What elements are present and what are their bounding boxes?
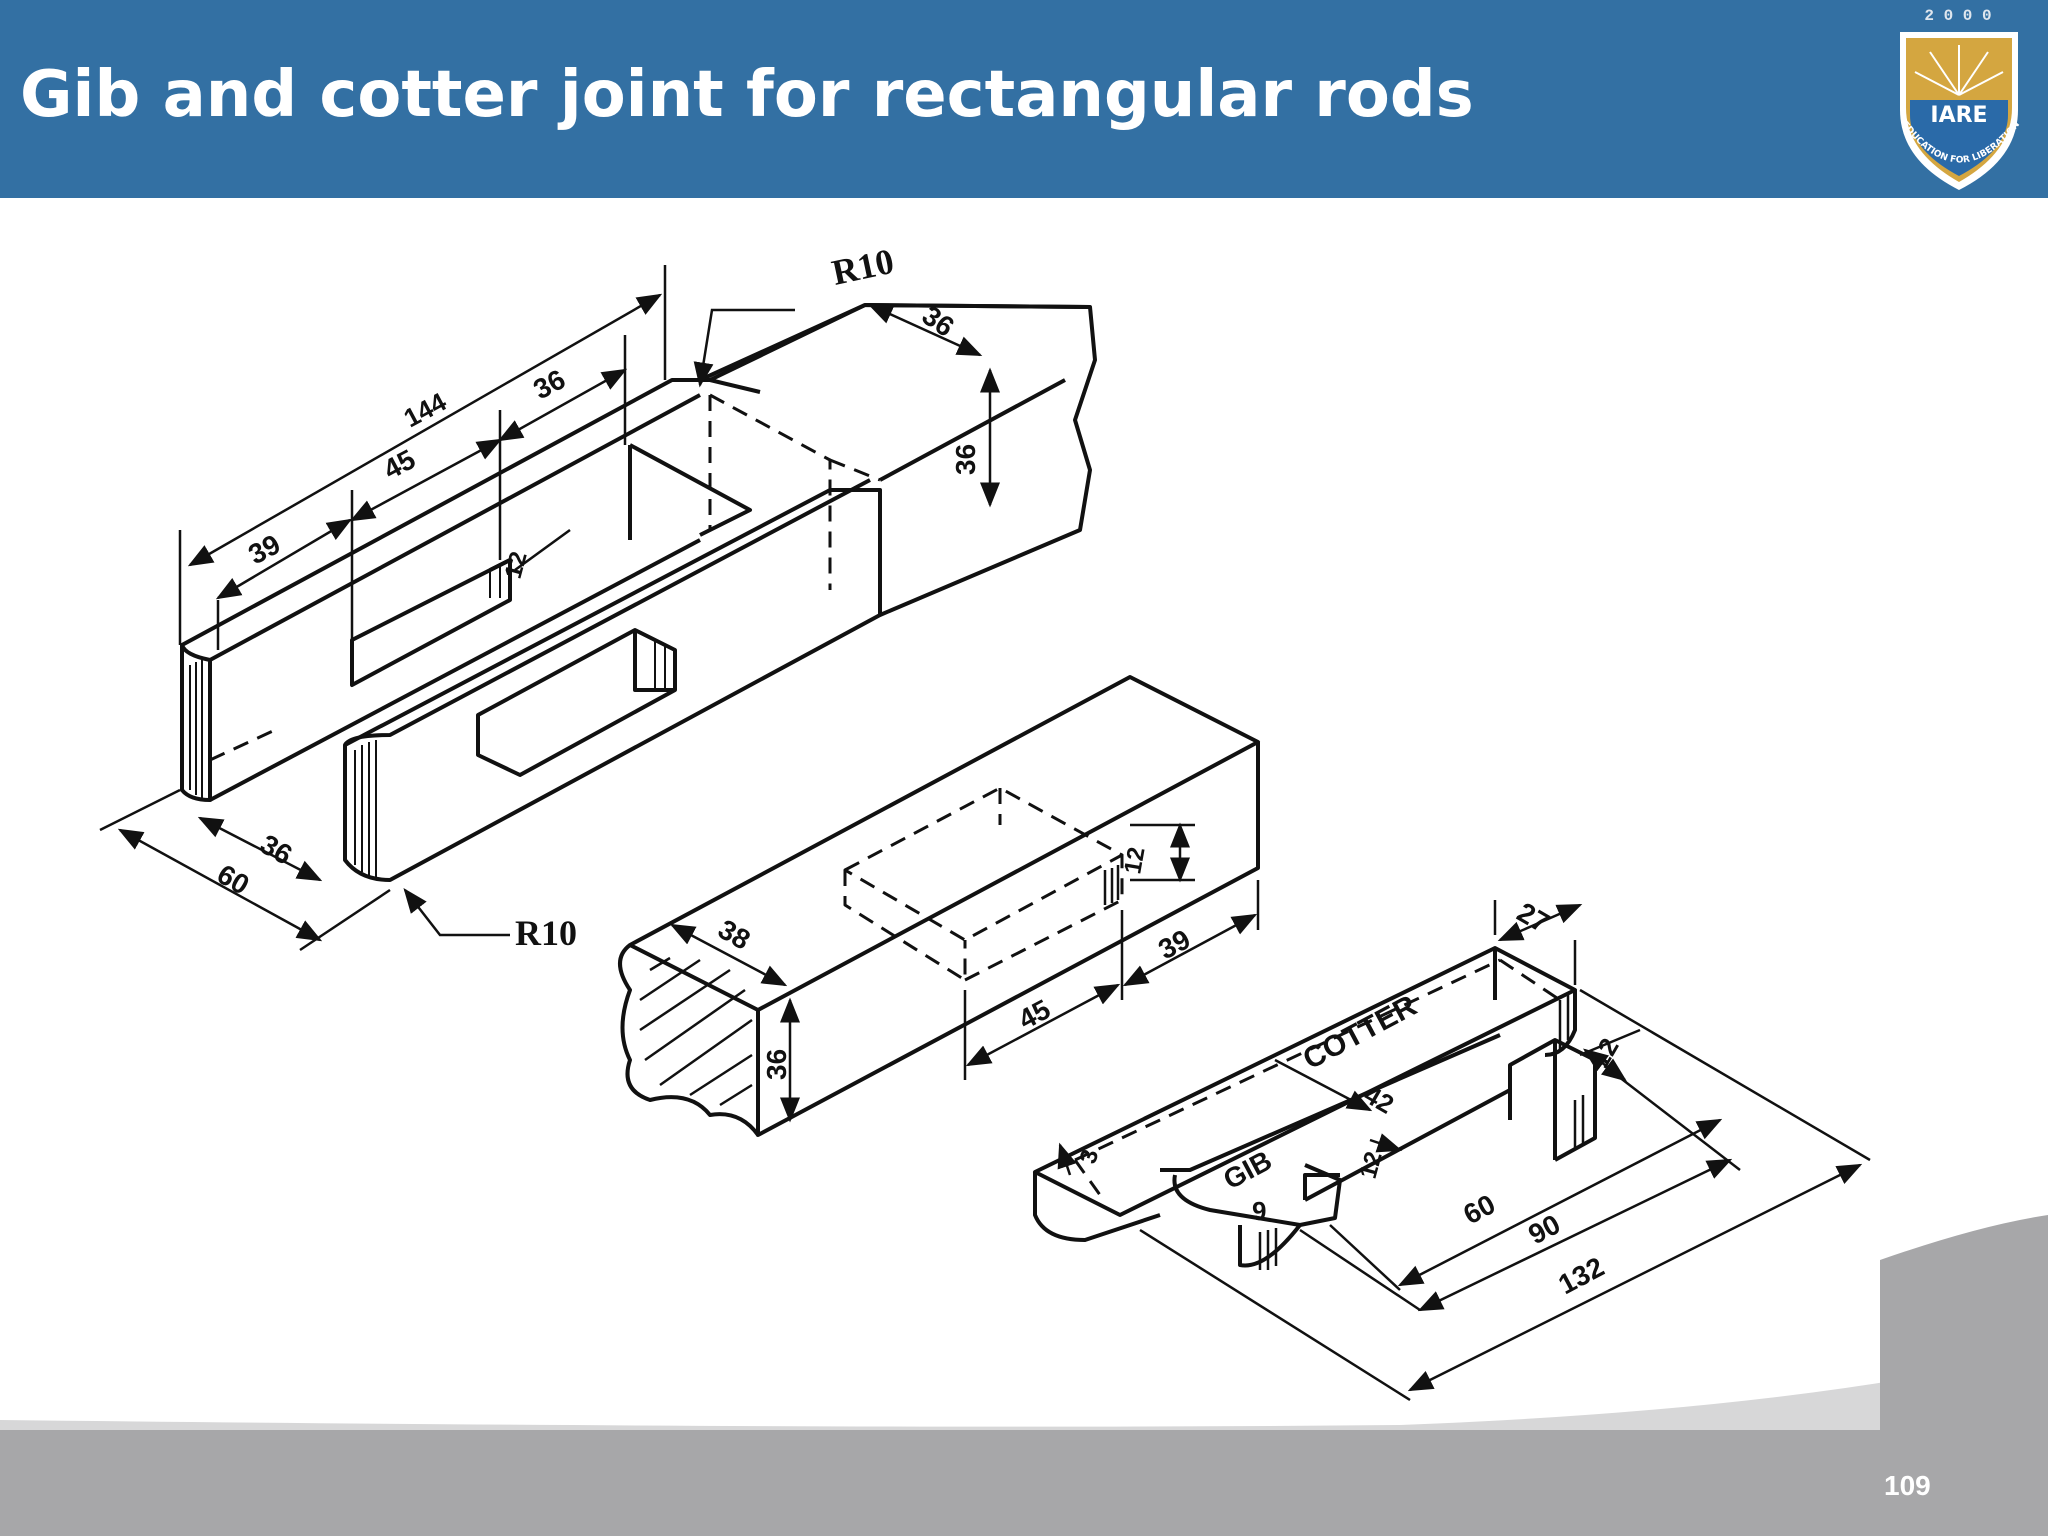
logo-year: 2 0 0 0 — [1924, 7, 1991, 25]
logo-sunburst-icon — [1914, 45, 2004, 96]
spigot-dimensions — [669, 822, 1260, 1123]
gib-cotter-drawing: 144 36 45 39 12 R10 36 36 36 60 R10 — [99, 241, 1871, 1402]
footer-band — [0, 1215, 2048, 1536]
dim-45-socket: 45 — [378, 443, 420, 485]
dim-42-taper: 42 — [1359, 1079, 1399, 1119]
spigot-end — [618, 675, 1260, 1137]
dim-45-spigot: 45 — [1013, 993, 1055, 1035]
dim-144: 144 — [399, 386, 452, 433]
radius-top: R10 — [828, 241, 897, 293]
dim-60-socket: 60 — [212, 858, 254, 900]
dim-12-step: 12 — [1355, 1149, 1388, 1182]
dim-132-cotter: 132 — [1553, 1251, 1609, 1300]
dim-12-spigot: 12 — [1119, 845, 1150, 876]
dim-36-spigot: 36 — [761, 1049, 792, 1080]
dim-9-gib: 9 — [1252, 1196, 1266, 1226]
socket-end — [180, 303, 1097, 882]
iare-logo: 2 0 0 0 IARE EDUCATION FOR LIBERATION — [1900, 7, 2022, 190]
dim-36-top: 36 — [528, 363, 570, 405]
socket-dimensions — [99, 265, 1000, 952]
slide-title: Gib and cotter joint for rectangular rod… — [20, 58, 1474, 132]
dim-60-gib: 60 — [1458, 1188, 1500, 1230]
dim-36-rod-height: 36 — [950, 444, 981, 475]
dim-39-spigot: 39 — [1153, 923, 1195, 965]
cotter-label: COTTER — [1298, 989, 1423, 1076]
radius-bottom: R10 — [515, 913, 577, 953]
logo-name: IARE — [1930, 103, 1987, 128]
page-number: 109 — [1884, 1470, 1931, 1501]
header-bar: Gib and cotter joint for rectangular rod… — [0, 0, 2048, 198]
cotter-and-gib — [1033, 946, 1597, 1270]
cotter-dimensions — [1057, 900, 1871, 1402]
dim-39-socket: 39 — [243, 528, 285, 570]
logo-base-icon — [1910, 100, 2008, 176]
dim-12-socket: 12 — [500, 549, 533, 582]
